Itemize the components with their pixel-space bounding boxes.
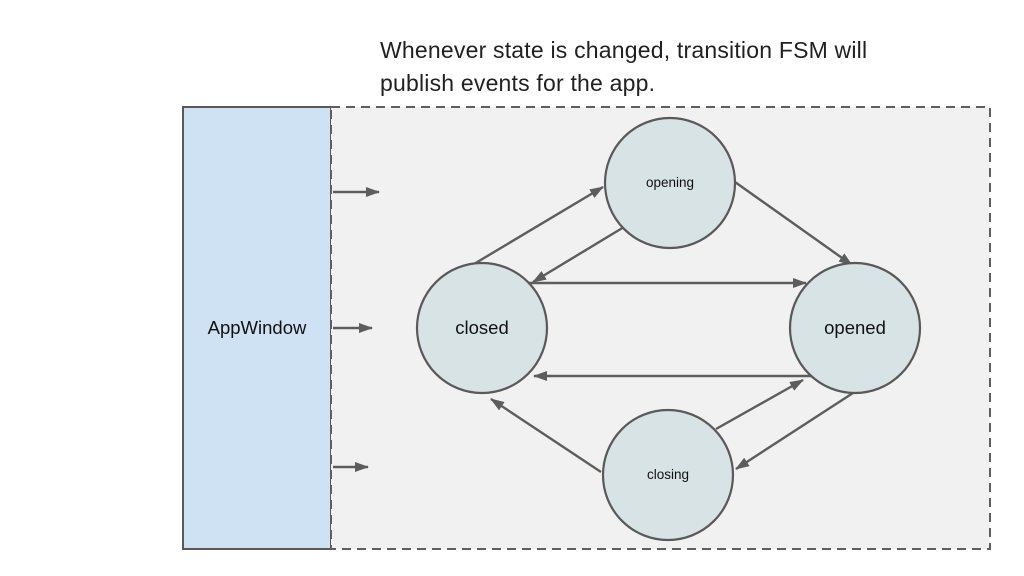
caption: Whenever state is changed, transition FS…: [380, 34, 867, 100]
transition-arrows: [333, 181, 854, 473]
state-closed-circle: [415, 261, 549, 395]
edge-opened-to-closing: [735, 391, 854, 471]
caption-line-2: publish events for the app.: [380, 70, 656, 96]
edge-closing-to-closed: [490, 398, 602, 473]
state-closing-circle: [601, 408, 735, 542]
app-window-box: [182, 106, 332, 550]
edge-closing-to-opened: [715, 378, 804, 431]
edge-opening-to-closed: [532, 225, 625, 284]
caption-line-1: Whenever state is changed, transition FS…: [380, 37, 868, 63]
state-opened-circle: [788, 261, 922, 395]
edge-closed-to-opening: [473, 185, 604, 266]
state-opening-circle: [603, 116, 737, 250]
edge-opening-to-opened: [734, 181, 853, 266]
